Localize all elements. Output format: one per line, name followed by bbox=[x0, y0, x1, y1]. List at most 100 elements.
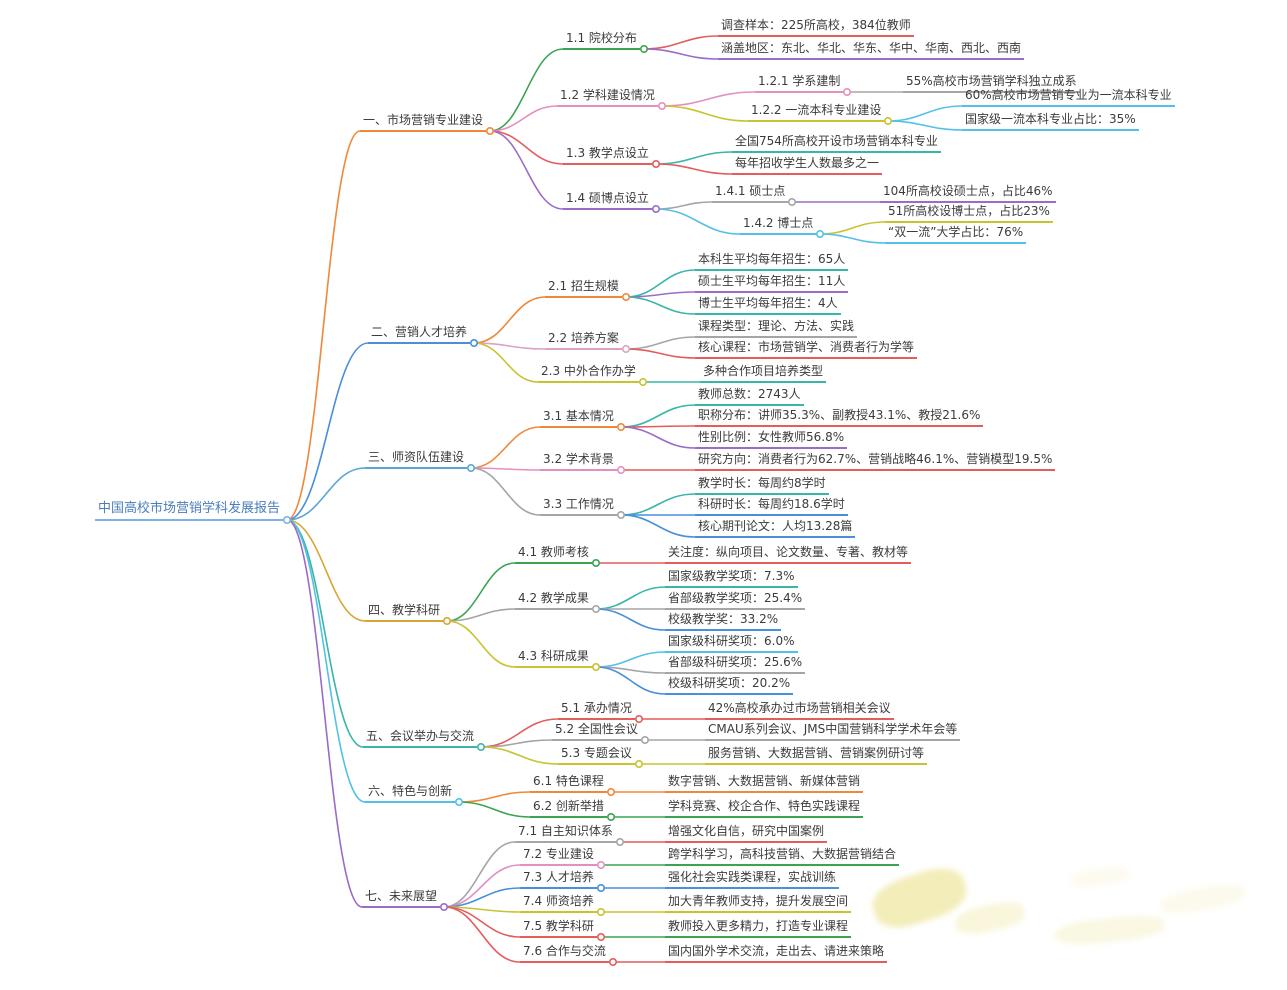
mindmap-edge bbox=[661, 105, 749, 122]
mindmap-node[interactable]: 1.3 教学点设立 bbox=[563, 146, 652, 165]
mindmap-node[interactable]: 3.2 学术背景 bbox=[540, 452, 617, 471]
mindmap-node[interactable]: 强化社会实践类课程，实战训练 bbox=[665, 870, 840, 889]
mindmap-node[interactable]: 跨学科学习，高科技营销、大数据营销结合 bbox=[665, 847, 900, 866]
mindmap-node[interactable]: 4.2 教学成果 bbox=[515, 591, 592, 610]
watermark-artifact bbox=[953, 898, 1027, 938]
mindmap-node[interactable]: 国家级教学奖项：7.3% bbox=[665, 569, 798, 588]
mindmap-node[interactable]: 博士生平均每年招生：4人 bbox=[695, 296, 841, 315]
mindmap-node[interactable]: 7.6 合作与交流 bbox=[520, 944, 609, 963]
mindmap-node[interactable]: 三、师资队伍建设 bbox=[365, 450, 468, 469]
mindmap-edge bbox=[480, 718, 559, 748]
mindmap-node[interactable]: 7.1 自主知识体系 bbox=[515, 824, 616, 843]
mindmap-edge bbox=[655, 151, 733, 165]
mindmap-node[interactable]: 校级教学奖：33.2% bbox=[665, 612, 782, 631]
mindmap-node[interactable]: 7.2 专业建设 bbox=[520, 847, 597, 866]
mindmap-node[interactable]: 每年招收学生人数最多之一 bbox=[732, 156, 883, 175]
mindmap-node[interactable]: CMAU系列会议、JMS中国营销科学学术年会等 bbox=[705, 722, 961, 741]
mindmap-node[interactable]: 1.2.1 学系建制 bbox=[755, 74, 844, 93]
mindmap-node[interactable]: 42%高校承办过市场营销相关会议 bbox=[705, 701, 894, 720]
mindmap-node[interactable]: 课程类型：理论、方法、实践 bbox=[695, 319, 858, 338]
mindmap-edge bbox=[446, 608, 516, 622]
mindmap-node[interactable]: 核心课程：市场营销学、消费者行为学等 bbox=[695, 340, 918, 359]
mindmap-node[interactable]: 3.1 基本情况 bbox=[540, 409, 617, 428]
mindmap-node[interactable]: “双一流”大学占比：76% bbox=[885, 225, 1027, 244]
mindmap-node[interactable]: 7.3 人才培养 bbox=[520, 870, 597, 889]
mindmap-edge bbox=[473, 342, 546, 350]
mindmap-node[interactable]: 60%高校市场营销专业为一流本科专业 bbox=[962, 88, 1175, 107]
mindmap-node[interactable]: 55%高校市场营销学科独立成系 bbox=[903, 74, 1080, 93]
mindmap-node[interactable]: 7.4 师资培养 bbox=[520, 894, 597, 913]
mindmap-node[interactable]: 1.4.1 硕士点 bbox=[712, 184, 789, 203]
mindmap-node[interactable]: 教师投入更多精力，打造专业课程 bbox=[665, 919, 852, 938]
mindmap-node[interactable]: 3.3 工作情况 bbox=[540, 497, 617, 516]
mindmap-edge bbox=[595, 666, 666, 695]
mindmap-node[interactable]: 全国754所高校开设市场营销本科专业 bbox=[732, 134, 941, 153]
mindmap-node-dot bbox=[815, 230, 824, 239]
mindmap-root-node[interactable]: 中国高校市场营销学科发展报告 bbox=[95, 500, 284, 521]
mindmap-node[interactable]: 四、教学科研 bbox=[365, 603, 444, 622]
mindmap-node-dot bbox=[442, 616, 451, 625]
mindmap-node[interactable]: 5.1 承办情况 bbox=[558, 701, 635, 720]
mindmap-node[interactable]: 校级科研奖项：20.2% bbox=[665, 676, 794, 695]
mindmap-node[interactable]: 国家级科研奖项：6.0% bbox=[665, 634, 798, 653]
mindmap-edge bbox=[625, 336, 696, 350]
mindmap-node[interactable]: 国家级一流本科专业占比：35% bbox=[962, 112, 1139, 131]
mindmap-node[interactable]: 1.4.2 博士点 bbox=[740, 216, 817, 235]
mindmap-node[interactable]: 五、会议举办与交流 bbox=[363, 729, 478, 748]
mindmap-node[interactable]: 2.2 培养方案 bbox=[545, 331, 622, 350]
mindmap-node[interactable]: 二、营销人才培养 bbox=[368, 325, 471, 344]
mindmap-node[interactable]: 增强文化自信，研究中国案例 bbox=[665, 824, 828, 843]
mindmap-node[interactable]: 5.3 专题会议 bbox=[558, 746, 635, 765]
mindmap-node[interactable]: 2.1 招生规模 bbox=[545, 279, 622, 298]
mindmap-node[interactable]: 硕士生平均每年招生：11人 bbox=[695, 274, 849, 293]
mindmap-edge bbox=[443, 887, 521, 908]
mindmap-node[interactable]: 学科竞赛、校企合作、特色实践课程 bbox=[665, 799, 864, 818]
mindmap-node[interactable]: 科研时长：每周约18.6学时 bbox=[695, 497, 848, 516]
mindmap-node[interactable]: 国内国外学术交流，走出去、请进来策略 bbox=[665, 944, 888, 963]
mindmap-node[interactable]: 涵盖地区：东北、华北、华东、华中、华南、西北、西南 bbox=[718, 41, 1025, 60]
mindmap-node[interactable]: 本科生平均每年招生：65人 bbox=[695, 252, 849, 271]
mindmap-node[interactable]: 七、未来展望 bbox=[362, 889, 441, 908]
mindmap-node[interactable]: 数字营销、大数据营销、新媒体营销 bbox=[665, 774, 864, 793]
mindmap-node[interactable]: 1.1 院校分布 bbox=[563, 31, 640, 50]
mindmap-node[interactable]: 一、市场营销专业建设 bbox=[360, 113, 487, 132]
watermark-artifact bbox=[1158, 880, 1247, 918]
mindmap-edge bbox=[443, 841, 516, 908]
mindmap-node[interactable]: 省部级科研奖项：25.6% bbox=[665, 655, 806, 674]
mindmap-node[interactable]: 1.2 学科建设情况 bbox=[557, 88, 658, 107]
mindmap-node[interactable]: 教学时长：每周约8学时 bbox=[695, 476, 829, 495]
mindmap-node[interactable]: 加大青年教师支持，提升发展空间 bbox=[665, 894, 852, 913]
mindmap-node[interactable]: 核心期刊论文：人均13.28篇 bbox=[695, 519, 856, 538]
mindmap-node[interactable]: 4.1 教师考核 bbox=[515, 545, 592, 564]
mindmap-node[interactable]: 7.5 教学科研 bbox=[520, 919, 597, 938]
mindmap-node[interactable]: 服务营销、大数据营销、营销案例研讨等 bbox=[705, 746, 928, 765]
mindmap-node[interactable]: 2.3 中外合作办学 bbox=[538, 364, 639, 383]
mindmap-node[interactable]: 教师总数：2743人 bbox=[695, 387, 804, 406]
mindmap-node[interactable]: 关注度：纵向项目、论文数量、专著、教材等 bbox=[665, 545, 912, 564]
mindmap-node[interactable]: 1.2.2 一流本科专业建设 bbox=[748, 103, 885, 122]
mindmap-edge bbox=[625, 269, 696, 298]
mindmap-node[interactable]: 51所高校设博士点，占比23% bbox=[885, 204, 1053, 223]
mindmap-node[interactable]: 多种合作项目培养类型 bbox=[700, 364, 827, 383]
mindmap-node[interactable]: 研究方向：消费者行为62.7%、营销战略46.1%、营销模型19.5% bbox=[695, 452, 1056, 471]
mindmap-node[interactable]: 6.2 创新举措 bbox=[530, 799, 607, 818]
mindmap-node-dot bbox=[282, 515, 291, 524]
mindmap-node[interactable]: 104所高校设硕士点，占比46% bbox=[880, 184, 1056, 203]
mindmap-node-dot bbox=[606, 787, 615, 796]
mindmap-node-dot bbox=[596, 907, 605, 916]
mindmap-node[interactable]: 省部级教学奖项：25.4% bbox=[665, 591, 806, 610]
mindmap-node[interactable]: 调查样本：225所高校，384位教师 bbox=[718, 18, 914, 37]
mindmap-edge bbox=[286, 467, 366, 521]
mindmap-node-dot bbox=[606, 812, 615, 821]
mindmap-node[interactable]: 4.3 科研成果 bbox=[515, 649, 592, 668]
mindmap-node[interactable]: 5.2 全国性会议 bbox=[552, 722, 641, 741]
mindmap-node[interactable]: 职称分布：讲师35.3%、副教授43.1%、教授21.6% bbox=[695, 408, 984, 427]
mindmap-node[interactable]: 1.4 硕博点设立 bbox=[563, 191, 652, 210]
mindmap-edge bbox=[286, 130, 361, 521]
mindmap-node[interactable]: 六、特色与创新 bbox=[365, 784, 456, 803]
mindmap-node[interactable]: 6.1 特色课程 bbox=[530, 774, 607, 793]
mindmap-node[interactable]: 性别比例：女性教师56.8% bbox=[695, 430, 848, 449]
mindmap-node-dot bbox=[615, 837, 624, 846]
mindmap-edge bbox=[458, 791, 531, 803]
